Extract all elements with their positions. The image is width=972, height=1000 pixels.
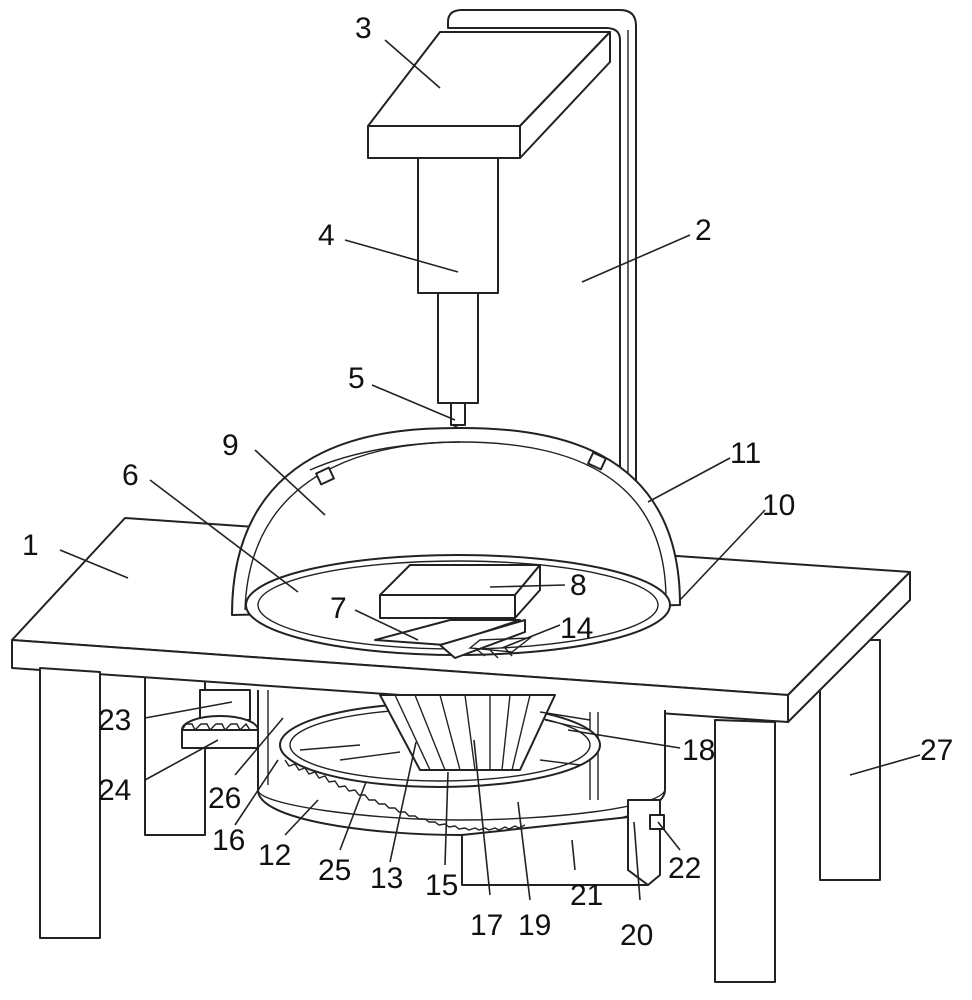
back-legs [144, 639, 881, 881]
label-13: 13 [370, 862, 403, 895]
label-2: 2 [695, 214, 712, 247]
cylinder [417, 157, 499, 404]
dividers [539, 711, 591, 731]
side-gear [181, 689, 259, 749]
label-19: 19 [518, 909, 551, 942]
label-14: 14 [560, 612, 593, 645]
label-3: 3 [355, 12, 372, 45]
bevel-gear-top [468, 637, 533, 659]
reference-numerals: 1 2 3 4 5 6 7 8 9 10 11 12 13 14 15 16 1… [22, 12, 953, 952]
label-7: 7 [330, 592, 347, 625]
label-23: 23 [98, 704, 131, 737]
label-9: 9 [222, 429, 239, 462]
front-legs [39, 667, 776, 983]
motor-head [367, 31, 611, 159]
label-16: 16 [212, 824, 245, 857]
label-6: 6 [122, 459, 139, 492]
leader-lines [59, 39, 921, 901]
label-20: 20 [620, 919, 653, 952]
label-15: 15 [425, 869, 458, 902]
label-8: 8 [570, 569, 587, 602]
label-27: 27 [920, 734, 953, 767]
label-18: 18 [682, 734, 715, 767]
base-box [461, 799, 665, 886]
clamp-block [379, 564, 541, 619]
label-26: 26 [208, 782, 241, 815]
bevel-cone [299, 694, 581, 771]
label-21: 21 [570, 879, 603, 912]
label-10: 10 [762, 489, 795, 522]
label-22: 22 [668, 852, 701, 885]
label-24: 24 [98, 774, 131, 807]
label-4: 4 [318, 219, 335, 252]
label-11: 11 [730, 437, 761, 470]
upright-column [447, 9, 637, 561]
label-17: 17 [470, 909, 503, 942]
label-1: 1 [22, 529, 39, 562]
slide-rail [374, 619, 526, 659]
label-12: 12 [258, 839, 291, 872]
label-25: 25 [318, 854, 351, 887]
label-5: 5 [348, 362, 365, 395]
